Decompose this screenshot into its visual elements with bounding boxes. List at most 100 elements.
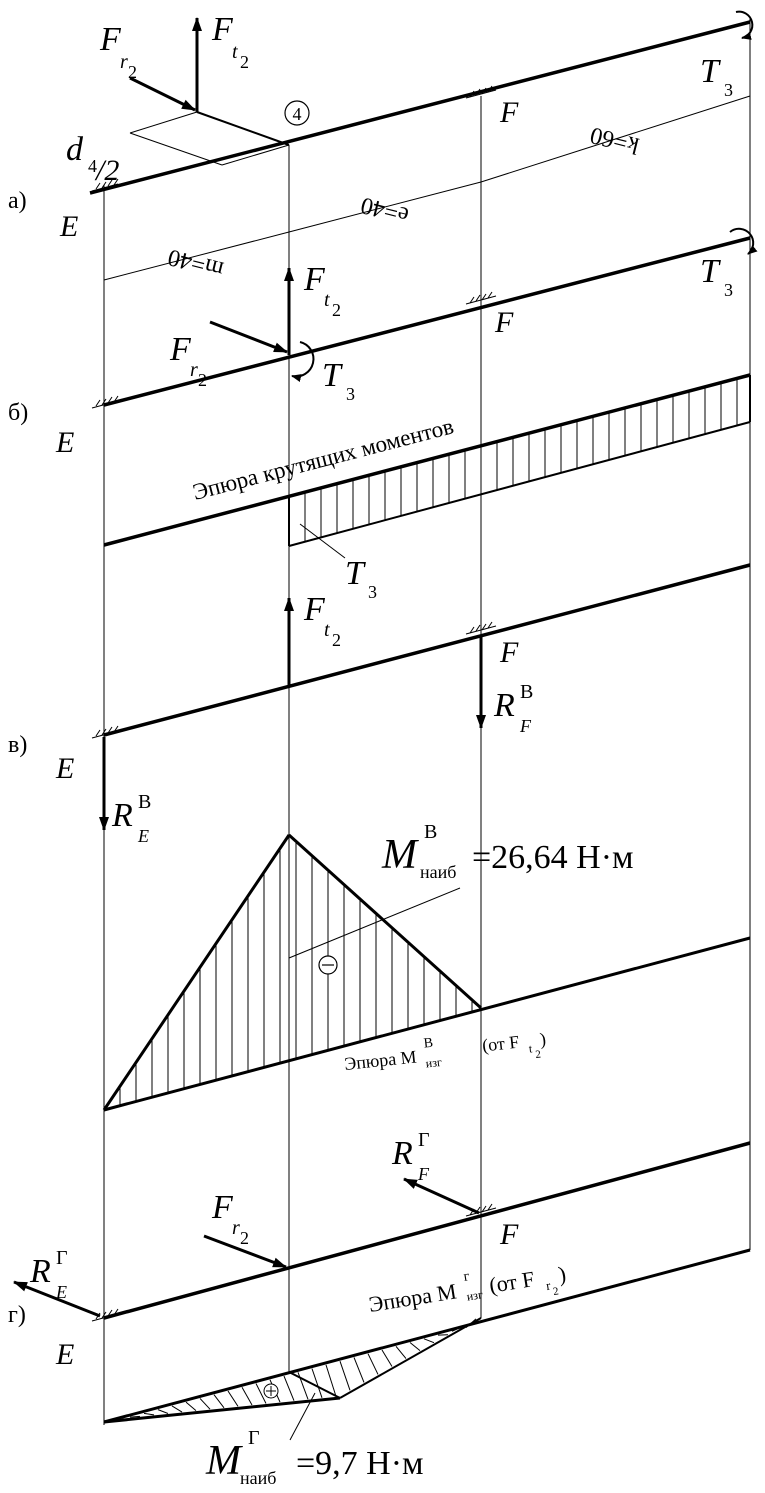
moment-diagram-v: M В наиб =26,64 Н·м Эпюра M В изг (от F … — [104, 821, 750, 1110]
svg-text:t: t — [232, 41, 238, 63]
section-a-label: а) — [8, 188, 27, 214]
support-F-label-b: F — [494, 306, 514, 339]
svg-text:наиб: наиб — [420, 862, 456, 882]
t3-label-a: T 3 — [700, 53, 733, 100]
svg-text:R: R — [111, 797, 133, 834]
rf-v-label: R В F — [493, 681, 533, 736]
re-g-label: R Г E — [29, 1247, 68, 1302]
svg-text:Эпюра M: Эпюра M — [343, 1047, 417, 1074]
svg-text:F: F — [303, 261, 326, 298]
svg-text:T: T — [700, 53, 721, 90]
svg-text:Эпюра M: Эпюра M — [367, 1278, 458, 1317]
section-b-label: б) — [8, 400, 28, 426]
svg-text:В: В — [138, 791, 151, 813]
moment-diagram-g: M Г наиб =9,7 Н·м Эпюра M г изг (от F r … — [104, 1250, 750, 1488]
svg-text:В: В — [424, 821, 437, 843]
m-max-v-label: M В наиб =26,64 Н·м — [381, 821, 634, 882]
svg-text:3: 3 — [724, 80, 733, 100]
rf-g-arrow — [404, 1179, 479, 1213]
svg-text:Г: Г — [56, 1247, 68, 1269]
moment-v-diagram-label: Эпюра M В изг (от F t 2 ) — [342, 1024, 548, 1081]
moment-g-diagram-label: Эпюра M г изг (от F r 2 ) — [366, 1254, 569, 1327]
support-E-label-g: E — [55, 1338, 74, 1371]
svg-text:T: T — [322, 357, 343, 394]
view-v: в) E F F t 2 R В F R В E — [8, 565, 750, 846]
svg-text:d: d — [66, 131, 84, 168]
svg-text:): ) — [539, 1029, 547, 1051]
torque-diagram-label: Эпюра крутящих моментов — [190, 413, 456, 504]
svg-text:F: F — [211, 1189, 234, 1226]
svg-text:В: В — [423, 1036, 434, 1052]
svg-text:T: T — [700, 253, 721, 290]
svg-text:F: F — [417, 1164, 430, 1184]
svg-text:F: F — [99, 21, 122, 58]
moment-g-baseline — [104, 1250, 750, 1422]
fr2-label-a: F r 2 — [99, 21, 137, 82]
moment-g-right-edge — [340, 1318, 481, 1398]
svg-text:/2: /2 — [94, 154, 119, 187]
svg-text:2: 2 — [535, 1048, 542, 1061]
svg-text:(от F: (от F — [481, 1032, 520, 1057]
ft2-label-b: F t 2 — [303, 261, 341, 320]
support-E-label-v: E — [55, 752, 74, 785]
d42-label: d 4 /2 — [66, 131, 119, 187]
svg-text:E: E — [55, 1282, 67, 1302]
svg-text:г: г — [463, 1269, 471, 1285]
svg-text:R: R — [493, 687, 515, 724]
svg-text:3: 3 — [346, 384, 355, 404]
svg-text:E: E — [137, 826, 149, 846]
t3-label-b-end: T 3 — [700, 253, 733, 300]
dim-m-label: m=40 — [165, 244, 226, 283]
svg-text:F: F — [303, 591, 326, 628]
torque-diagram: Эпюра крутящих моментов T 3 — [104, 375, 750, 602]
fr2-label-b: F r 2 — [169, 331, 207, 390]
view-g: г) E F F r 2 R Г F R Г E — [8, 1129, 750, 1371]
node-4-label: 4 — [293, 104, 302, 124]
svg-text:t: t — [528, 1041, 533, 1055]
svg-text:M: M — [381, 832, 419, 878]
support-E-label-b: E — [55, 426, 74, 459]
svg-text:изг: изг — [466, 1287, 484, 1303]
dim-e-label: e=40 — [358, 192, 411, 229]
svg-text:r: r — [545, 1277, 552, 1293]
svg-text:R: R — [29, 1253, 51, 1290]
support-F-label-g: F — [499, 1218, 519, 1251]
svg-text:t: t — [324, 619, 330, 641]
fr2-arrow-b — [210, 322, 287, 352]
svg-text:3: 3 — [724, 280, 733, 300]
svg-text:Г: Г — [418, 1129, 430, 1151]
svg-text:=9,7 Н·м: =9,7 Н·м — [296, 1445, 424, 1482]
svg-text:В: В — [520, 681, 533, 703]
svg-text:3: 3 — [368, 582, 377, 602]
svg-text:наиб: наиб — [240, 1468, 276, 1488]
svg-text:(от F: (от F — [487, 1266, 536, 1298]
rf-g-label: R Г F — [391, 1129, 430, 1184]
t3-label-b-mid: T 3 — [322, 357, 355, 404]
t3-label-torque: T 3 — [345, 555, 377, 602]
fr2-label-g: F r 2 — [211, 1189, 249, 1248]
svg-text:2: 2 — [198, 370, 207, 390]
svg-text:2: 2 — [552, 1285, 559, 1298]
svg-text:R: R — [391, 1135, 413, 1172]
svg-text:2: 2 — [240, 52, 249, 72]
svg-text:F: F — [211, 11, 234, 48]
svg-text:2: 2 — [332, 300, 341, 320]
svg-text:T: T — [345, 555, 366, 592]
dim-k-label: k=60 — [588, 121, 642, 158]
support-E-label-a: E — [59, 210, 78, 243]
svg-text:r: r — [232, 1217, 240, 1239]
svg-text:F: F — [519, 716, 532, 736]
re-v-label: R В E — [111, 791, 151, 846]
torque-hatch — [305, 378, 737, 541]
svg-text:r: r — [190, 359, 198, 381]
svg-text:2: 2 — [240, 1228, 249, 1248]
section-g-label: г) — [8, 1302, 26, 1328]
fr2-arrow-a — [130, 78, 195, 110]
svg-text:t: t — [324, 289, 330, 311]
support-F-label-a: F — [499, 96, 519, 129]
shaft-v — [104, 565, 750, 735]
svg-text:2: 2 — [332, 630, 341, 650]
svg-text:2: 2 — [128, 62, 137, 82]
